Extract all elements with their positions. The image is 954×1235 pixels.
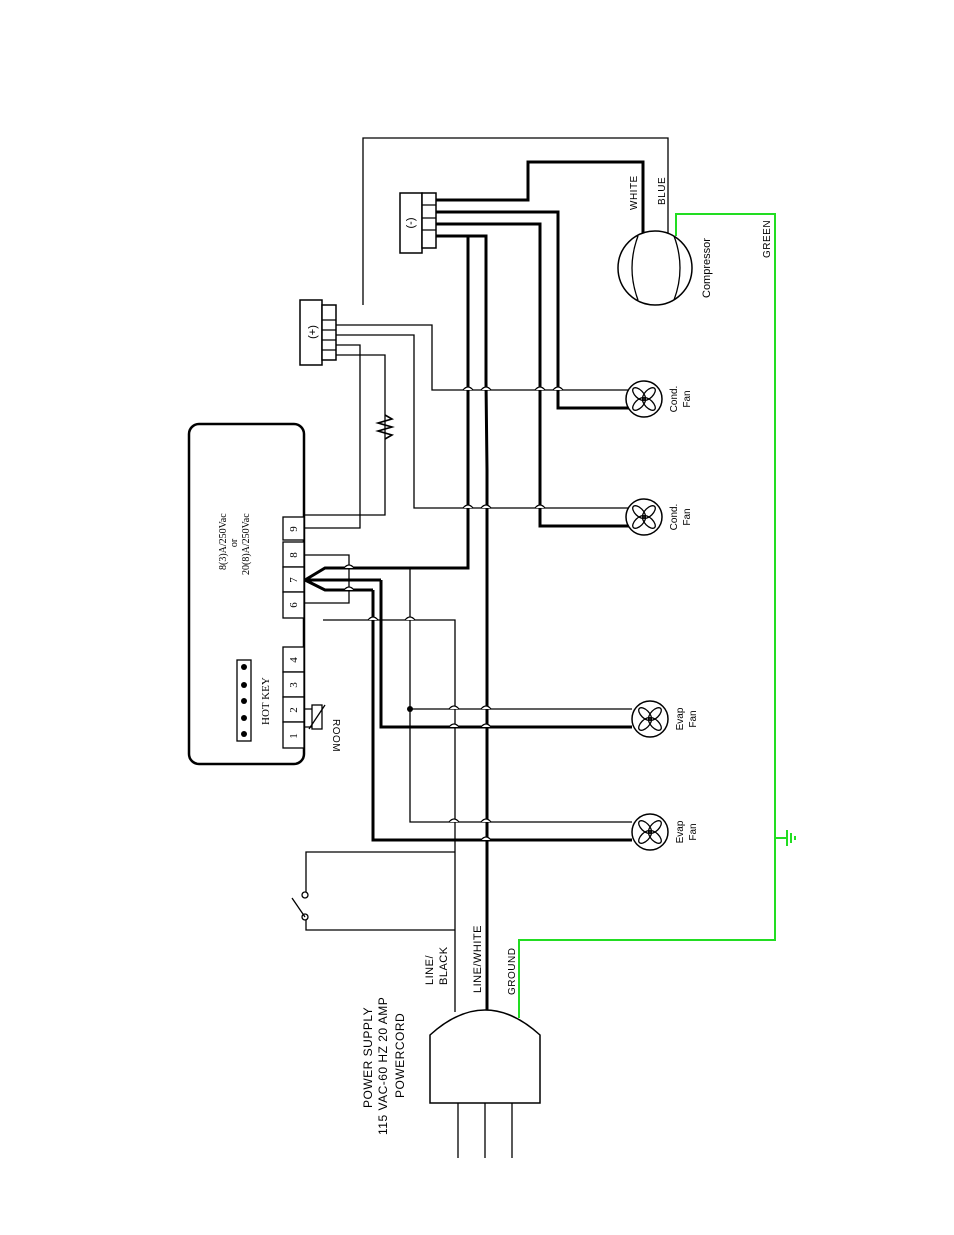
power-supply-line2: 115 VAC-60 HZ 20 AMP <box>376 997 390 1135</box>
compressor-symbol <box>618 231 692 305</box>
room-sensor <box>304 705 325 729</box>
evap-fan-1-icon <box>632 814 668 850</box>
evap-fan-2-label-a: Evap <box>675 707 686 730</box>
minus-block-label: (-) <box>405 218 417 229</box>
compressor-label: Compressor <box>701 238 713 298</box>
terminal-9-label: 9 <box>288 526 300 532</box>
wire-label-line-black-1: LINE/ <box>424 955 436 985</box>
controller-rating-or: or <box>229 538 240 547</box>
cond-fan-1-label-a: Cond. <box>669 386 680 413</box>
hot-key-label: HOT KEY <box>260 677 272 725</box>
fan-symbols <box>626 381 668 850</box>
switch-wires <box>306 852 455 930</box>
evap-fan-2-label-b: Fan <box>688 710 699 727</box>
wire-label-line-white: LINE/WHITE <box>472 925 484 993</box>
terminal-9-wire <box>305 345 360 528</box>
plus-to-resistor <box>305 355 385 515</box>
minus-to-cond-fan-2 <box>436 224 632 526</box>
power-cord-lines <box>458 1102 512 1158</box>
switch-lever <box>292 898 305 917</box>
cond-fan-2-icon <box>626 499 662 535</box>
room-sensor-label: ROOM <box>330 719 341 752</box>
wire-label-white: WHITE <box>629 175 640 210</box>
evap-fan-1-label-a: Evap <box>675 820 686 843</box>
terminal-2-label: 2 <box>288 707 300 713</box>
line-white-bus <box>436 236 487 1012</box>
wire-label-green: GREEN <box>762 220 773 258</box>
wire-junction <box>407 706 413 712</box>
earth-ground-icon <box>775 830 795 846</box>
plus-block-label: (+) <box>307 325 319 339</box>
cond-fan-2-label-b: Fan <box>682 508 693 525</box>
controller-rating-1: 8(3)A/250Vac <box>218 513 229 570</box>
power-supply-line3: POWERCORD <box>393 1013 407 1098</box>
wire-label-blue: BLUE <box>657 177 668 205</box>
controller-rating-2: 20(8)A/250Vac <box>241 513 252 575</box>
terminal-7-label: 7 <box>288 577 300 583</box>
line-black-wire <box>323 620 455 1012</box>
cond-fan-2-label-a: Cond. <box>669 504 680 531</box>
evap-fan-wire-thin <box>410 568 632 822</box>
controller-box <box>189 424 325 764</box>
terminal-8-label: 8 <box>288 552 300 558</box>
minus-to-cond-fan-1 <box>436 212 632 408</box>
terminal-6-label: 6 <box>288 602 300 608</box>
evap-fan-1-label-b: Fan <box>688 823 699 840</box>
wiring <box>292 138 795 1158</box>
cond-fan-1-icon <box>626 381 662 417</box>
terminal-7-branches <box>305 580 381 590</box>
power-plug <box>430 1010 540 1103</box>
wire-label-ground: GROUND <box>507 948 518 995</box>
terminal-1-label: 1 <box>288 733 300 739</box>
cond-fan-1-label-b: Fan <box>682 390 693 407</box>
evap-fan-2-wire <box>381 580 632 727</box>
wire-label-line-black-2: BLACK <box>438 946 450 985</box>
wire-crossover-marks <box>344 387 563 840</box>
switch-contact-top <box>302 892 308 898</box>
terminal-4-label: 4 <box>288 657 300 663</box>
hot-key-connector <box>237 660 251 741</box>
terminal-3-label: 3 <box>288 682 300 688</box>
evap-fan-1-wire <box>373 590 632 840</box>
evap-fan-2-icon <box>632 701 668 737</box>
power-supply-line1: POWER SUPPLY <box>361 1007 375 1108</box>
